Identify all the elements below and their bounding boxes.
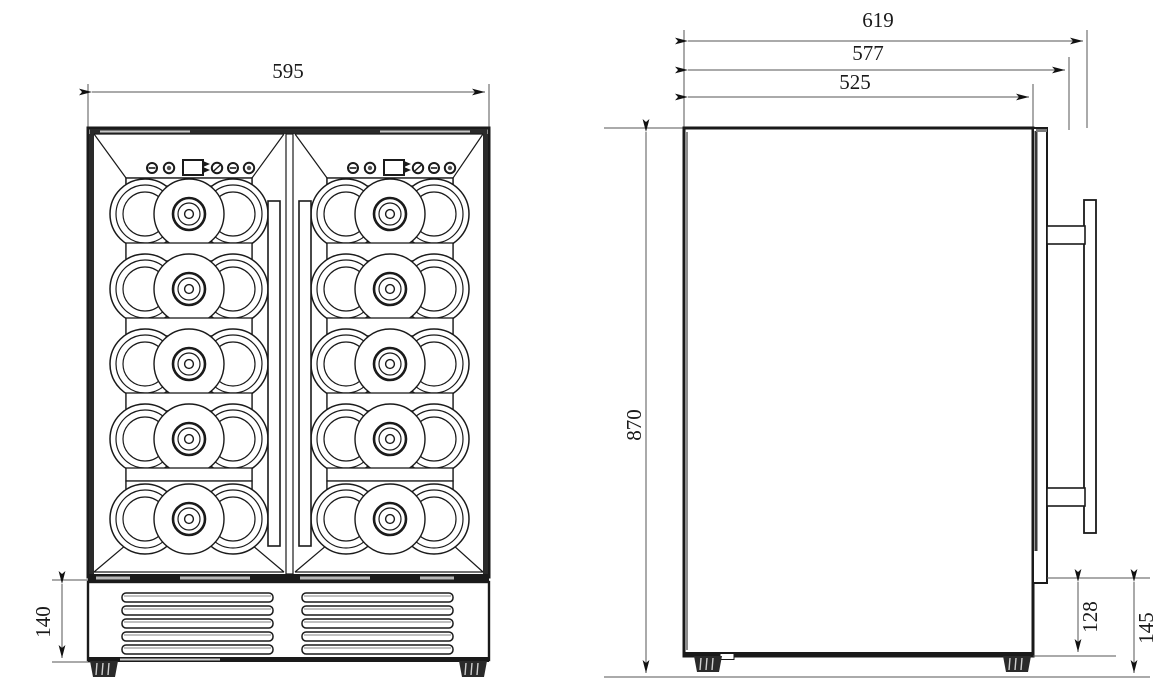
dimension-side-depth-overall: 619 — [675, 8, 1088, 128]
dim-label-side-depth-with-door: 577 — [852, 41, 884, 65]
shelf-row — [125, 467, 253, 482]
dim-label-side-foot-outer: 145 — [1134, 612, 1158, 644]
dimension-side-depth-with-door: 577 — [675, 41, 1070, 130]
dim-label-side-depth-cabinet: 525 — [839, 70, 871, 94]
front-left-pillar — [89, 134, 94, 574]
shelf-row-tall — [309, 480, 471, 556]
shelf-row-tall — [108, 480, 270, 556]
dimension-side-height: 870 — [604, 119, 700, 678]
display-screen-icon — [182, 159, 204, 176]
shelf-row — [309, 402, 471, 476]
dim-label-side-foot-inner: 128 — [1078, 601, 1102, 633]
dimension-side-foot-outer: 145 — [1116, 569, 1158, 678]
right-door-handle[interactable] — [298, 200, 312, 547]
shelf-row — [108, 327, 270, 401]
right-shelf-rows — [309, 177, 471, 556]
handle-bracket-bottom — [1046, 487, 1086, 507]
shelf-row — [108, 252, 270, 326]
temperature-arrow-icon — [203, 161, 210, 173]
dimension-side-depth-cabinet: 525 — [675, 70, 1034, 130]
shelf-row — [309, 177, 471, 251]
shelf-row — [326, 467, 454, 482]
front-left-door[interactable] — [93, 133, 285, 573]
front-top-trim — [90, 129, 487, 134]
grille-group-right — [301, 592, 454, 655]
side-foot-right — [1003, 656, 1031, 672]
handle-bracket-top — [1046, 225, 1086, 245]
display-screen-icon — [383, 159, 405, 176]
side-base-rail — [684, 652, 1033, 657]
front-base-plinth — [86, 574, 491, 677]
front-view: 595 140 — [31, 59, 491, 677]
dimension-front-width: 595 — [79, 59, 490, 128]
dim-label-side-depth-overall: 619 — [862, 8, 894, 32]
front-top-trim-highlight — [100, 130, 190, 133]
side-foot-left — [694, 656, 722, 672]
dim-label-front-width: 595 — [272, 59, 304, 83]
front-foot-left — [90, 661, 118, 677]
front-top-trim-highlight-2 — [380, 130, 470, 133]
dimension-side-foot-inner: 128 — [1010, 569, 1116, 657]
shelf-row — [309, 252, 471, 326]
side-cabinet-outline — [682, 126, 1035, 658]
dimension-front-plinth-height: 140 — [31, 571, 92, 663]
front-right-pillar — [483, 134, 488, 574]
temperature-arrow-icon — [404, 161, 411, 173]
side-view: 619 577 525 870 — [604, 8, 1158, 678]
shelf-row — [309, 327, 471, 401]
dim-label-side-height: 870 — [622, 409, 646, 441]
shelf-row — [108, 402, 270, 476]
side-door-handle[interactable] — [1046, 199, 1097, 534]
shelf-row — [108, 177, 270, 251]
left-shelf-rows — [108, 177, 270, 556]
front-right-door[interactable] — [294, 133, 484, 573]
door-gap — [285, 133, 294, 575]
dim-label-front-plinth-height: 140 — [31, 606, 55, 638]
front-foot-right — [459, 661, 487, 677]
left-door-handle[interactable] — [267, 200, 281, 547]
grille-group-left — [121, 592, 274, 655]
side-door-leaf[interactable] — [1032, 127, 1048, 584]
